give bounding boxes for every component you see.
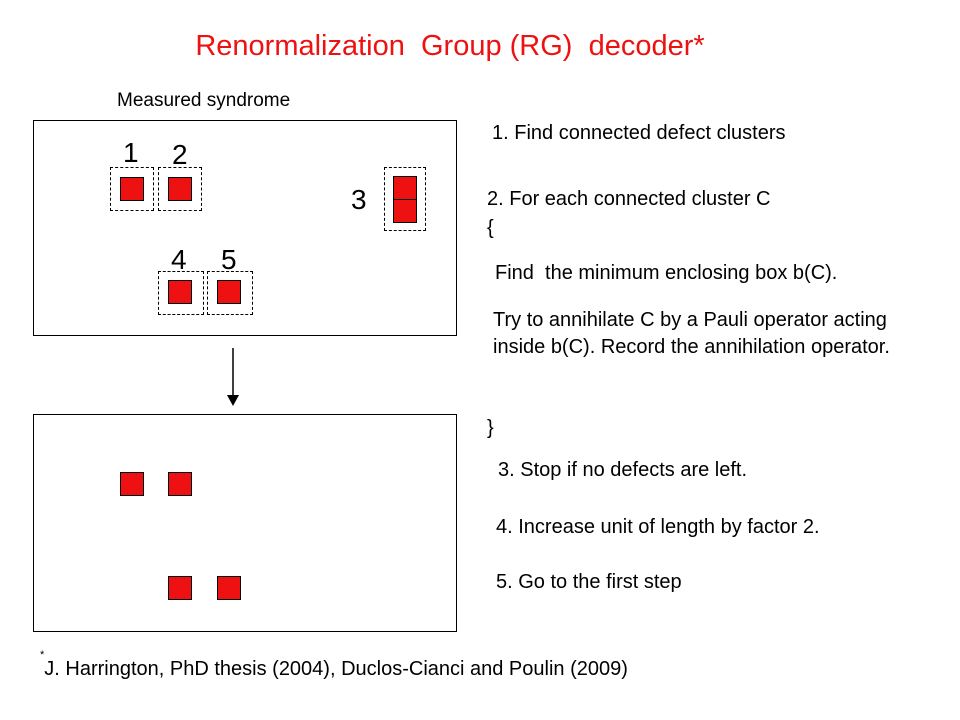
step-5: 5. Go to the first step bbox=[496, 571, 682, 593]
reference-footnote: *J. Harrington, PhD thesis (2004), Duclo… bbox=[40, 649, 628, 681]
defect-2 bbox=[168, 177, 192, 201]
defect-5 bbox=[217, 280, 241, 304]
brace-close: } bbox=[487, 417, 494, 439]
step-2: 2. For each connected cluster C bbox=[487, 188, 771, 210]
footnote-marker: * bbox=[40, 649, 45, 662]
cluster-label-1: 1 bbox=[123, 137, 139, 168]
cluster-label-2: 2 bbox=[172, 139, 188, 170]
step-find-box: Find the minimum enclosing box b(C). bbox=[495, 262, 838, 284]
renormalized-panel bbox=[33, 414, 457, 632]
syndrome-panel bbox=[33, 120, 457, 336]
step-1: 1. Find connected defect clusters bbox=[492, 122, 786, 144]
defect-1 bbox=[120, 177, 144, 201]
cluster-label-5: 5 bbox=[221, 244, 237, 275]
slide-title: Renormalization Group (RG) decoder* bbox=[195, 30, 705, 62]
coarse-defect-3 bbox=[168, 576, 192, 600]
coarse-defect-2 bbox=[168, 472, 192, 496]
down-arrow bbox=[227, 348, 239, 406]
coarse-defect-4 bbox=[217, 576, 241, 600]
defect-3-bottom bbox=[393, 199, 417, 223]
cluster-box-2 bbox=[158, 167, 202, 211]
cluster-label-3: 3 bbox=[351, 184, 367, 215]
step-3: 3. Stop if no defects are left. bbox=[498, 459, 748, 481]
step-annihilate: Try to annihilate C by a Pauli operator … bbox=[493, 309, 890, 358]
cluster-box-5 bbox=[207, 271, 253, 315]
cluster-box-3 bbox=[384, 167, 426, 231]
syndrome-caption: Measured syndrome bbox=[117, 90, 291, 111]
step-4: 4. Increase unit of length by factor 2. bbox=[496, 516, 820, 538]
defect-3-top bbox=[393, 176, 417, 200]
brace-open: { bbox=[487, 217, 494, 239]
coarse-defect-1 bbox=[120, 472, 144, 496]
defect-4 bbox=[168, 280, 192, 304]
footnote-text: J. Harrington, PhD thesis (2004), Duclos… bbox=[44, 658, 628, 680]
cluster-label-4: 4 bbox=[171, 244, 187, 275]
cluster-box-4 bbox=[158, 271, 204, 315]
cluster-box-1 bbox=[110, 167, 154, 211]
